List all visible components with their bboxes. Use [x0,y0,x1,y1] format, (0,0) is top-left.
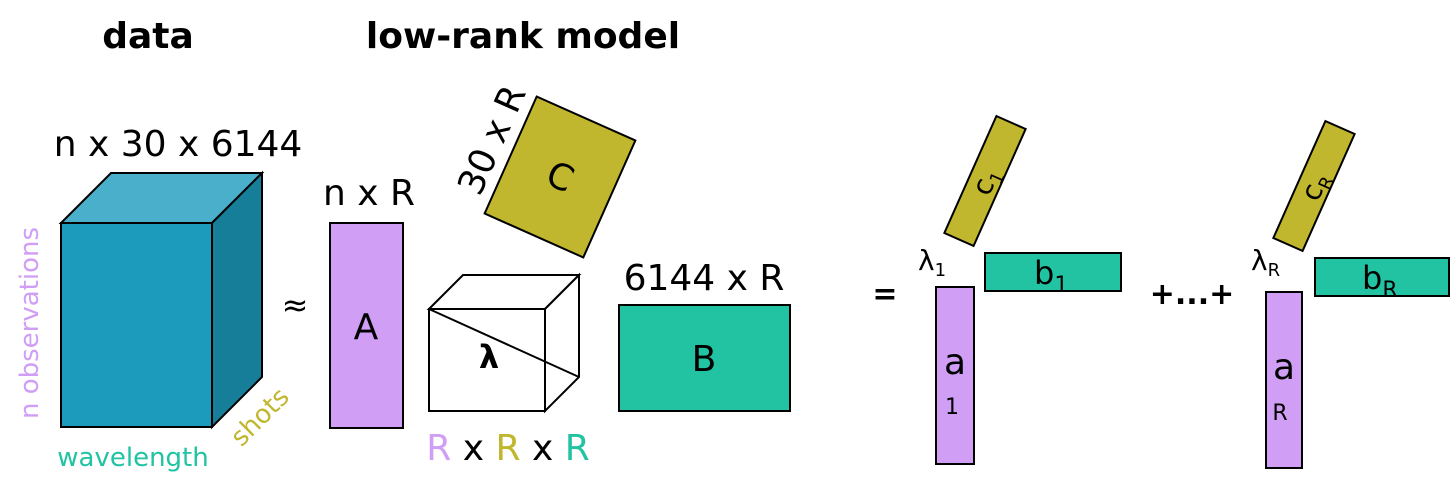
term1-c-group: c1 [943,114,1027,248]
plus-ellipsis: +...+ [1150,277,1234,312]
approx-symbol: ≈ [282,286,309,324]
equals-symbol: = [872,277,897,312]
term1-b-letter: b [1034,254,1054,292]
heading-low-rank-model: low-rank model [366,16,680,57]
core-diagonal [428,308,580,378]
termR-c-group: cR [1272,119,1356,253]
term1-a-sub: 1 [945,395,959,420]
factor-a-label: A [354,307,379,348]
termR-b-letter: b [1362,259,1382,297]
core-lambda-label: λ [479,338,499,376]
term1-lambda: λ1 [918,244,946,281]
factor-b-dims: 6144 x R [624,258,785,299]
core-space-2 [553,428,564,469]
core-dim-2: R [495,428,520,469]
core-space-1 [484,428,495,469]
termR-lambda-letter: λ [1251,244,1268,277]
core-dims: R x R x R [426,428,589,469]
factor-c-matrix [483,95,637,259]
term1-b-sub: 1 [1054,273,1068,298]
factor-a-dims: n x R [323,173,415,214]
core-x-1 [451,428,462,469]
core-dim-3: R [565,428,590,469]
core-x-2 [521,428,532,469]
heading-data: data [102,16,194,57]
factor-c-group: C [483,95,637,259]
termR-a-sub: R [1272,401,1287,426]
termR-b-label: bR [1362,259,1398,303]
rank-one-term-r: cR λR bR a R [1251,119,1450,469]
core-dim-1: R [426,428,451,469]
term1-a-letter: a [944,342,966,383]
term1-lambda-letter: λ [918,244,935,277]
term1-c-vector [943,114,1027,248]
rank-one-term-1: c1 λ1 b1 a 1 [918,114,1122,465]
termR-b-sub: R [1382,278,1397,303]
termR-lambda-sub: R [1268,260,1281,281]
data-tensor-dims: n x 30 x 6144 [54,124,303,165]
term1-b-vector [984,252,1122,292]
termR-a-vector [1265,291,1303,469]
term1-lambda-sub: 1 [935,260,946,281]
termR-c-vector [1272,119,1356,253]
axis-label-wavelength: wavelength [57,443,208,473]
core-front-face [428,308,546,412]
factor-b-matrix [618,304,791,412]
term1-a-vector [935,286,975,465]
termR-a-letter: a [1273,347,1295,388]
factor-b-label: B [692,339,717,380]
termR-b-vector [1314,257,1450,297]
factor-a-matrix [329,222,404,429]
termR-lambda: λR [1251,244,1280,281]
term1-b-label: b1 [1034,254,1068,298]
axis-label-n-observations: n observations [15,227,45,419]
core-x-sign-2: x [532,428,553,469]
data-tensor-cube [58,170,265,430]
core-x-sign-1: x [463,428,484,469]
cube-front-face [60,222,213,428]
core-tensor-cube [426,272,582,414]
